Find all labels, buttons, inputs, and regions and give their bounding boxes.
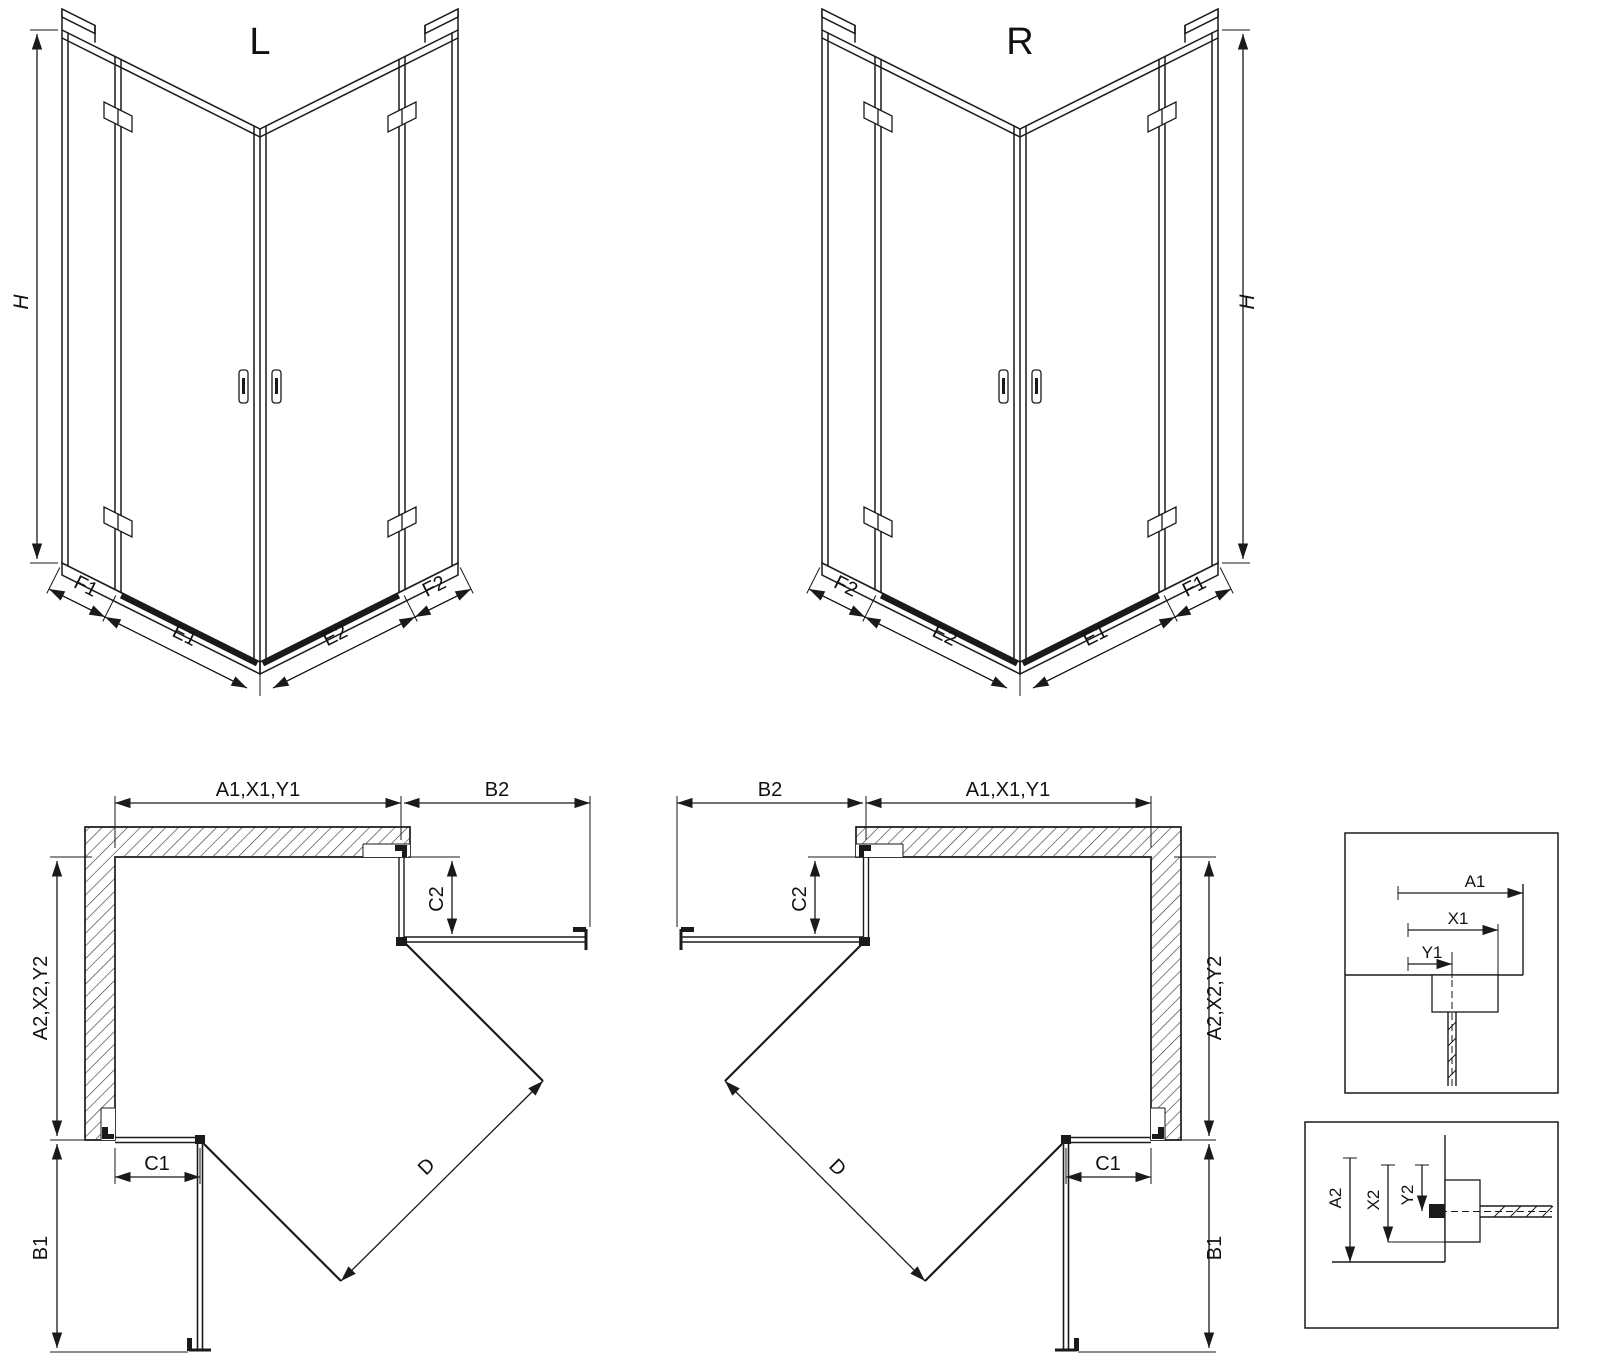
dim-label-d: D: [414, 1154, 440, 1180]
dim-label-f1: F1: [70, 572, 101, 602]
hinge-icon: [859, 937, 870, 946]
dim-label-b1: B1: [1204, 1236, 1226, 1260]
dim-label-a2: A2,X2,Y2: [1204, 956, 1226, 1041]
dimension-h-left: H: [10, 29, 58, 564]
door-handle-icon: [187, 1338, 192, 1351]
dimension-x1-detail: X1: [1407, 909, 1498, 937]
fixed-glass-panels: [115, 857, 405, 1144]
door-handle-icon: [681, 927, 694, 932]
dim-label-a1: A1,X1,Y1: [216, 779, 301, 801]
dimension-b1: B1: [30, 1144, 188, 1353]
dim-label-b2: B2: [758, 779, 782, 801]
dimension-x2-detail: X2: [1364, 1164, 1395, 1242]
iso-view-left: L: [10, 7, 474, 696]
dim-label-c1: C1: [144, 1153, 170, 1175]
door-open-45: [203, 1143, 342, 1282]
dim-label-a1: A1: [1465, 872, 1486, 891]
hinge-icon: [863, 505, 893, 539]
room-wall: [84, 826, 411, 1141]
hinge-icon: [195, 1135, 205, 1144]
wall-profile-icon: [61, 7, 459, 43]
fixed-glass-panels: [862, 857, 1151, 1144]
door-handle-icon: [573, 927, 586, 932]
open-door-bottom: [187, 1142, 211, 1352]
dimension-a2-detail: A2: [1326, 1157, 1357, 1262]
plan-view-left: A1,X1,Y1 B2 C2 A2,X2,Y2 B1 C1: [30, 779, 591, 1353]
dimension-d: D: [724, 1080, 926, 1282]
hinge-icon: [387, 505, 417, 539]
dimension-a1-detail: A1: [1397, 872, 1523, 900]
open-door-bottom: [1055, 1142, 1079, 1352]
hinge-icon: [387, 100, 417, 134]
dim-label-f2: F2: [830, 572, 861, 602]
room-wall: [855, 826, 1182, 1141]
dim-label-x1: X1: [1448, 909, 1469, 928]
wall-profile-icon: [821, 7, 1219, 43]
dimension-c2: C2: [408, 856, 460, 934]
dim-label-a2: A2: [1326, 1188, 1345, 1209]
view-label-r: R: [1006, 21, 1033, 63]
iso-view-right: R: [806, 7, 1259, 696]
wall-profile-icon: [1431, 974, 1499, 1013]
dimension-y2-detail: Y2: [1398, 1164, 1429, 1211]
hinge-icon: [396, 937, 407, 946]
wall-profile-icon: [859, 845, 871, 857]
dimension-d: D: [340, 1080, 544, 1282]
hinge-icon: [863, 100, 893, 134]
door-handle-icon: [998, 369, 1042, 404]
dimension-b1: B1: [1078, 1144, 1226, 1353]
dim-label-y2: Y2: [1398, 1185, 1417, 1206]
dimension-c2: C2: [789, 856, 860, 934]
dim-label-c2: C2: [789, 886, 811, 912]
dimension-b2: B2: [676, 779, 863, 927]
dimension-b2: B2: [404, 779, 591, 927]
hinge-icon: [1147, 100, 1177, 134]
dim-label-h: H: [10, 294, 33, 310]
open-door-left: [679, 927, 864, 950]
dim-label-d: D: [824, 1155, 850, 1181]
dimension-a1: A1,X1,Y1: [865, 779, 1152, 848]
dimension-a1: A1,X1,Y1: [114, 779, 402, 848]
hinge-icon: [103, 100, 133, 134]
wall-profile-icon: [395, 845, 407, 857]
hinge-icon: [1147, 505, 1177, 539]
door-open-45: [924, 1143, 1063, 1282]
detail-a1-box: A1 X1 Y1: [1344, 832, 1559, 1094]
hinge-icon: [1061, 1135, 1071, 1144]
open-door-right: [404, 927, 588, 950]
glass-structure: [821, 29, 1219, 663]
door-open-45: [405, 943, 544, 1082]
dimension-y1-detail: Y1: [1407, 943, 1452, 971]
dim-label-y1: Y1: [1422, 943, 1443, 962]
dimension-c1: C1: [1065, 1148, 1152, 1184]
wall-profile-icon: [1152, 1127, 1164, 1139]
dim-label-b1: B1: [30, 1236, 52, 1260]
dim-label-f1: F1: [1179, 572, 1210, 602]
dimension-h-right: H: [1222, 29, 1259, 564]
plan-view-right: B2 A1,X1,Y1 C2 A2,X2,Y2 B1 C1: [676, 779, 1226, 1353]
dim-label-a1: A1,X1,Y1: [966, 779, 1051, 801]
dim-label-h: H: [1236, 294, 1259, 310]
door-handle-icon: [1074, 1338, 1079, 1351]
door-open-45: [724, 943, 863, 1082]
dim-label-b2: B2: [485, 779, 509, 801]
dim-label-c2: C2: [426, 886, 448, 912]
wall-profile-icon: [102, 1127, 114, 1139]
dimension-c1: C1: [114, 1148, 201, 1184]
dim-label-f2: F2: [419, 572, 450, 602]
dim-label-a2: A2,X2,Y2: [30, 956, 52, 1041]
dim-label-x2: X2: [1364, 1190, 1383, 1211]
dimension-a2: A2,X2,Y2: [1174, 856, 1226, 1141]
hinge-icon: [103, 505, 133, 539]
view-label-l: L: [249, 21, 270, 63]
dimension-a2: A2,X2,Y2: [30, 856, 92, 1141]
dim-label-c1: C1: [1095, 1153, 1121, 1175]
door-handle-icon: [238, 369, 282, 404]
detail-a2-box: A2 X2 Y2: [1304, 1121, 1559, 1329]
